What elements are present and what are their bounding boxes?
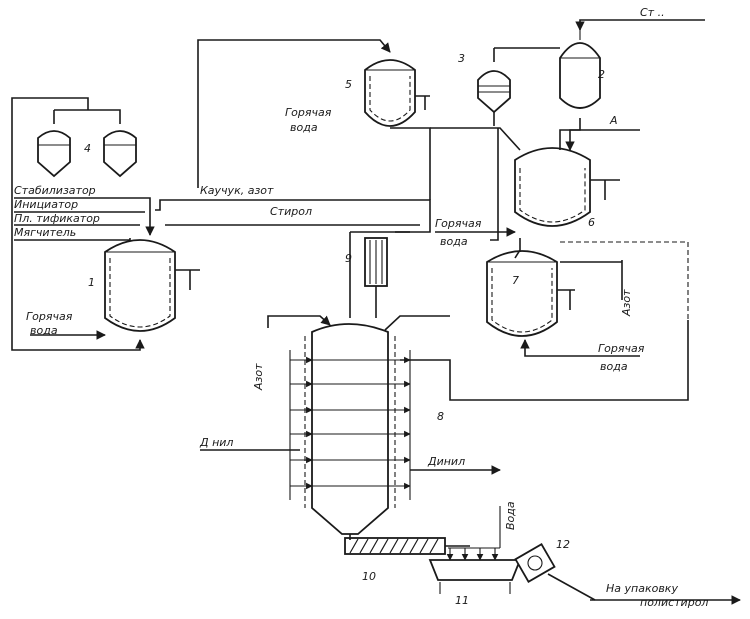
cooling-bath-11 bbox=[428, 506, 522, 594]
label-plasticizer: Пл. тификатор bbox=[14, 212, 100, 225]
crusher-12 bbox=[514, 543, 596, 601]
vessel-2-storage-tank bbox=[559, 30, 601, 109]
vessel-1-mixer bbox=[104, 239, 176, 332]
condenser-9 bbox=[364, 237, 388, 287]
label-hot-water-7-line1: Горячая bbox=[598, 342, 645, 355]
label-number-11: 11 bbox=[455, 594, 469, 607]
label-product-out-line1: На упаковку bbox=[606, 582, 678, 595]
vessel-4-dosing-left bbox=[37, 130, 71, 178]
label-hot-water-7-line2: вода bbox=[600, 360, 628, 373]
vessel-7-reactor bbox=[486, 250, 558, 337]
label-hot-water-1-line1: Горячая bbox=[26, 310, 73, 323]
label-number-10: 10 bbox=[362, 570, 376, 583]
column-heating-taps bbox=[289, 350, 411, 500]
label-number-8: 8 bbox=[437, 410, 444, 423]
label-number-6: 6 bbox=[588, 216, 595, 229]
label-hot-water-5-line2: вода bbox=[290, 121, 318, 134]
vessel-6-reactor bbox=[514, 147, 591, 227]
piping bbox=[11, 19, 741, 605]
label-number-7: 7 bbox=[512, 274, 519, 287]
label-dinil-in: Д нил bbox=[199, 436, 233, 449]
label-number-4: 4 bbox=[84, 142, 91, 155]
label-nitrogen-left: Азот bbox=[252, 363, 265, 391]
label-water-bottom: Вода bbox=[504, 501, 517, 530]
label-softener: Мягчитель bbox=[14, 226, 76, 239]
label-nitrogen-right: Азот bbox=[620, 289, 633, 317]
vessel-4-dosing-right bbox=[103, 130, 137, 178]
label-number-2: 2 bbox=[598, 68, 605, 81]
label-initiator: Инициатор bbox=[14, 198, 78, 211]
label-hot-water-1-line2: вода bbox=[30, 324, 58, 337]
label-stabilizer: Стабилизатор bbox=[14, 184, 96, 197]
label-rubber-nitrogen: Каучук, азот bbox=[200, 184, 274, 197]
label-dinil-out: Динил bbox=[427, 455, 465, 468]
label-product-out-line2: полистирол bbox=[640, 596, 708, 609]
vessel-3-measuring-tank bbox=[477, 70, 511, 114]
label-styrene: Стирол bbox=[270, 205, 312, 218]
label-number-12: 12 bbox=[556, 538, 570, 551]
label-hot-water-5-line1: Горячая bbox=[285, 106, 332, 119]
label-number-9: 9 bbox=[345, 252, 352, 265]
label-hot-water-6-line1: Горячая bbox=[435, 217, 482, 230]
label-feed-a: А bbox=[609, 114, 618, 127]
label-number-5: 5 bbox=[345, 78, 352, 91]
screw-conveyor-10 bbox=[344, 537, 446, 555]
label-styrene-top: Ст .. bbox=[640, 6, 665, 19]
label-number-3: 3 bbox=[458, 52, 465, 65]
vessel-5-dissolver bbox=[364, 59, 416, 127]
label-hot-water-6-line2: вода bbox=[440, 235, 468, 248]
label-number-1: 1 bbox=[88, 276, 95, 289]
column-8-polymerization bbox=[304, 323, 396, 535]
